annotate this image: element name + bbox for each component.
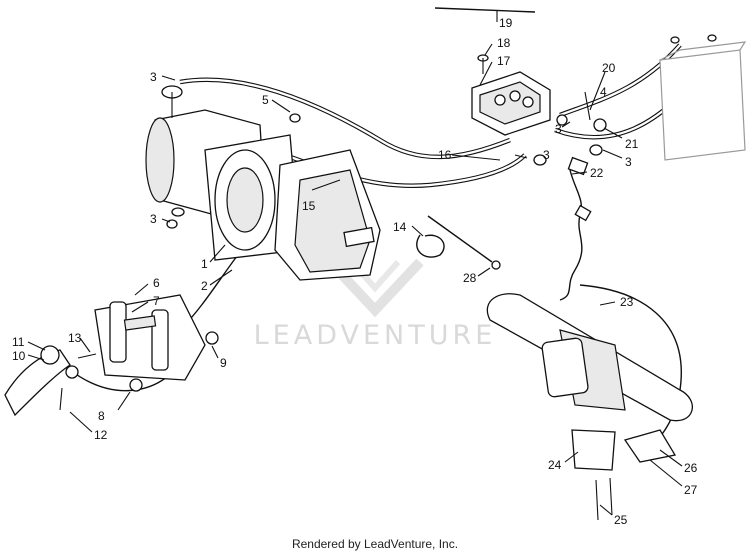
callout-15: 15 [302, 199, 316, 213]
callout-9: 9 [220, 356, 227, 370]
winch-assembly [145, 85, 381, 281]
hook-strap [4, 345, 97, 417]
callout-labels: 3 5 19 18 17 20 4 3 21 16 3 3 22 15 3 14… [12, 16, 698, 527]
callout-1: 1 [201, 257, 208, 271]
callout-17: 17 [497, 54, 511, 68]
callout-13: 13 [68, 331, 82, 345]
callout-12: 12 [94, 428, 108, 442]
callout-3b: 3 [555, 122, 562, 136]
footer-credit: Rendered by LeadVenture, Inc. [291, 537, 459, 551]
watermark: LEADVENTURE [254, 258, 497, 351]
callout-27: 27 [684, 483, 698, 497]
leader-lines [27, 10, 683, 516]
callout-14: 14 [393, 220, 407, 234]
callout-19: 19 [499, 16, 513, 30]
solenoid [434, 7, 551, 136]
callout-28: 28 [463, 271, 477, 285]
callout-5: 5 [262, 93, 269, 107]
callout-20: 20 [602, 61, 616, 75]
callout-10: 10 [12, 349, 26, 363]
callout-26: 26 [684, 461, 698, 475]
callout-4: 4 [600, 85, 607, 99]
callout-25: 25 [614, 513, 628, 527]
callout-6: 6 [153, 276, 160, 290]
hardware [166, 114, 607, 270]
callout-3a: 3 [150, 70, 157, 84]
callout-16: 16 [438, 148, 452, 162]
callout-23: 23 [620, 295, 634, 309]
callout-24: 24 [548, 458, 562, 472]
handlebar-switch [486, 293, 693, 521]
callout-3e: 3 [150, 212, 157, 226]
fairlead-mount [94, 294, 219, 392]
battery [659, 34, 747, 161]
callout-3c: 3 [543, 148, 550, 162]
callout-22: 22 [590, 166, 604, 180]
callout-21: 21 [625, 137, 639, 151]
callout-11: 11 [12, 335, 25, 349]
callout-7: 7 [153, 294, 160, 308]
callout-3d: 3 [625, 155, 632, 169]
callout-8: 8 [98, 409, 105, 423]
watermark-text: LEADVENTURE [254, 320, 497, 351]
callout-2: 2 [201, 279, 208, 293]
callout-18: 18 [497, 36, 511, 50]
